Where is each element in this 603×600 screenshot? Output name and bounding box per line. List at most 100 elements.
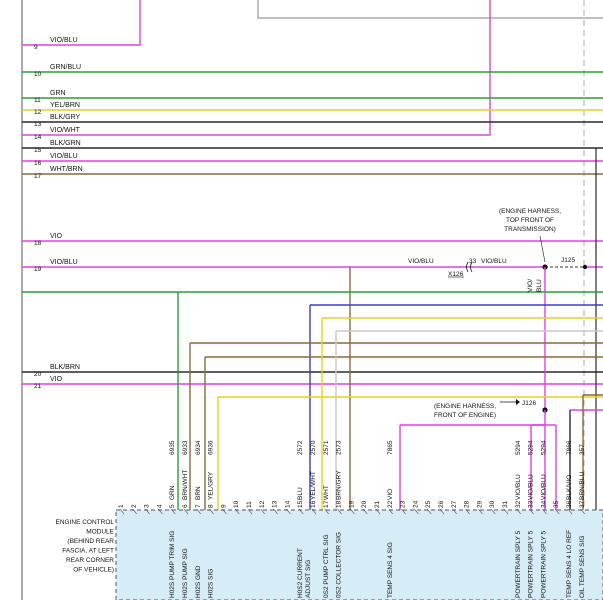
wire-top-vio-wht bbox=[22, 0, 491, 136]
pin-number: 1 bbox=[118, 504, 125, 508]
pin-number: 20 bbox=[361, 500, 368, 508]
harness-location-note: TRANSMISSION) bbox=[504, 226, 556, 233]
circuit-number: 6934 bbox=[195, 440, 202, 455]
pin-number: 24 bbox=[412, 500, 419, 508]
wire-color-label: VIO/BLU bbox=[50, 153, 78, 160]
splice-id-j125: J125 bbox=[561, 257, 575, 264]
pin-tick bbox=[247, 508, 253, 515]
pin-number: 22 bbox=[387, 500, 394, 508]
pin-number: 17 bbox=[323, 500, 330, 508]
pin-tick bbox=[234, 508, 240, 515]
wire-color-label: BLK/GRN bbox=[50, 140, 81, 147]
circuit-number: 5294 bbox=[540, 440, 547, 455]
pin-number: 19 bbox=[348, 500, 355, 508]
pin-tick bbox=[452, 508, 458, 515]
wire-top-vio-blu bbox=[22, 0, 141, 46]
pin-number: 29 bbox=[476, 500, 483, 508]
ecm-label: ENGINE CONTROL bbox=[55, 519, 114, 526]
pin-tick bbox=[260, 508, 266, 515]
circuit-color: WHT bbox=[323, 485, 330, 500]
pin-number: 4 bbox=[156, 504, 163, 508]
pin-number: 8 bbox=[208, 504, 215, 508]
pin-number: 16 bbox=[310, 500, 317, 508]
wire-color-label: BLK/BRN bbox=[50, 364, 80, 371]
splice-id-j126: J126 bbox=[522, 400, 536, 407]
circuit-color: VIO/BLU bbox=[540, 474, 547, 500]
pin-tick bbox=[132, 508, 138, 515]
ecm-label: OF VEHICLE) bbox=[73, 567, 114, 574]
circuit-number: 2572 bbox=[297, 440, 304, 455]
pin-function: OIL TEMP SENS SIG bbox=[579, 536, 586, 598]
connector-pin: 33 bbox=[469, 258, 477, 265]
ecm-label: FASCIA, AT LEFT bbox=[62, 548, 114, 555]
circuit-color: BRN/BLU bbox=[579, 472, 586, 500]
pin-number: 11 bbox=[246, 501, 253, 508]
circuit-color: BRN/GRY bbox=[336, 470, 343, 500]
wire-row-number: 9 bbox=[34, 44, 38, 51]
harness-location-note: TOP FRONT OF bbox=[506, 217, 554, 224]
harness-location-note: (ENGINE HARNESS, bbox=[434, 403, 496, 410]
pin-function: 0S2 PUMP CTRL SIG bbox=[323, 534, 330, 598]
pin-tick bbox=[158, 508, 163, 515]
ecm-body bbox=[115, 509, 603, 600]
wire-row-number: 19 bbox=[34, 266, 42, 273]
pin-tick bbox=[311, 508, 317, 515]
circuit-color: VIO/BLU bbox=[528, 474, 535, 500]
pin-number: 37 bbox=[579, 500, 586, 508]
pin-tick bbox=[222, 508, 227, 515]
wire-row-number: 16 bbox=[34, 160, 42, 167]
pin-tick bbox=[324, 508, 330, 515]
pin-number: 15 bbox=[297, 500, 304, 508]
wire-row-number: 12 bbox=[34, 109, 42, 116]
pin-function: H02S PUMP TRIM SIG bbox=[169, 531, 176, 598]
wire-row-number: 18 bbox=[34, 240, 42, 247]
wire-color-label: VIO/BLU bbox=[481, 258, 507, 265]
harness-location-note: (ENGINE HARNESS, bbox=[499, 208, 561, 215]
pin-number: 14 bbox=[284, 500, 291, 508]
circuit-number: 5294 bbox=[528, 440, 535, 455]
ecm-label: (BEHIND REAR bbox=[67, 538, 114, 545]
circuit-number: 5294 bbox=[515, 440, 522, 455]
pin-tick bbox=[298, 508, 304, 515]
pin-tick bbox=[516, 508, 522, 515]
pin-number: 2 bbox=[131, 504, 138, 508]
pin-tick bbox=[567, 508, 573, 515]
label-layer: GRN/BLU10GRN11YEL/BRN12BLK/GRY13BLK/GRN1… bbox=[34, 37, 586, 598]
circuit-number: 6935 bbox=[169, 440, 176, 455]
pin-tick bbox=[183, 508, 189, 515]
ecm-label: MODULE bbox=[86, 529, 114, 536]
pin-tick bbox=[478, 508, 483, 515]
circuit-color: GRN bbox=[169, 485, 176, 500]
wire-color-label: VIO/WHT bbox=[50, 127, 81, 134]
pin-tick bbox=[196, 508, 202, 515]
pin-number: 6 bbox=[182, 504, 189, 508]
circuit-number: 2570 bbox=[310, 440, 317, 455]
circuit-color: VIO bbox=[387, 489, 394, 500]
pin-tick bbox=[401, 508, 406, 515]
connector-symbol bbox=[466, 261, 473, 273]
pin-tick bbox=[554, 508, 560, 515]
pin-number: 3 bbox=[144, 504, 151, 508]
wire-color-label: WHT/BRN bbox=[50, 166, 83, 173]
wire-color-label: VIO/BLU bbox=[50, 259, 78, 266]
pin-number: 32 bbox=[515, 500, 522, 508]
pin-number: 30 bbox=[489, 500, 496, 508]
pin-number: 33 bbox=[528, 500, 535, 508]
wire-row-number: 10 bbox=[34, 71, 42, 78]
pin-function: H0S2 CURRENT bbox=[297, 548, 304, 598]
circuit-color: BLK/VIO bbox=[566, 475, 573, 500]
pin-number: 34 bbox=[540, 500, 547, 508]
pin-tick bbox=[362, 508, 368, 515]
pin-number: 5 bbox=[169, 504, 176, 508]
wire-color-label: YEL/BRN bbox=[50, 102, 80, 109]
pin-function: 0S2 COLLECTOR SIG bbox=[336, 532, 343, 598]
pin-number: 21 bbox=[374, 500, 381, 508]
wire-row-number: 20 bbox=[34, 371, 42, 378]
wire-color-label: VIO/BLU bbox=[408, 258, 434, 265]
wire-color-label: VIO bbox=[50, 233, 63, 240]
pin-tick bbox=[439, 508, 445, 515]
circuit-number: 2571 bbox=[323, 440, 330, 455]
pin-tick bbox=[490, 508, 496, 515]
circuit-number: 357 bbox=[579, 444, 586, 455]
circuit-color: BLU bbox=[297, 487, 304, 500]
